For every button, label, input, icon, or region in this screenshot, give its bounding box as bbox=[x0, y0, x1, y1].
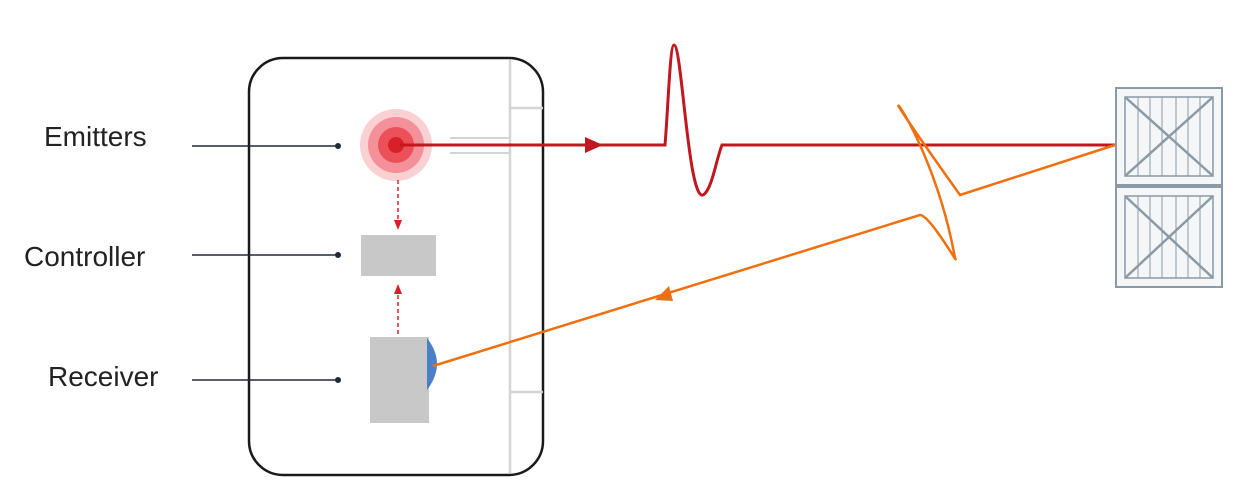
receiver-icon bbox=[370, 337, 437, 423]
emitted-signal bbox=[400, 43, 1115, 197]
emitter-to-controller-arrow bbox=[394, 180, 402, 230]
receiver-leader bbox=[192, 377, 341, 383]
emitters-leader bbox=[192, 143, 341, 149]
receiver-label: Receiver bbox=[48, 361, 158, 392]
emitters-label: Emitters bbox=[44, 121, 147, 152]
receiver-lens bbox=[427, 338, 437, 390]
controller-leader bbox=[192, 252, 341, 258]
receiver-block bbox=[370, 337, 429, 423]
reflected-signal-arrowhead bbox=[655, 286, 673, 301]
controller-block bbox=[361, 235, 436, 276]
emitter-icon bbox=[360, 109, 432, 181]
emitted-signal-arrowhead bbox=[585, 137, 603, 153]
crate-icon bbox=[1115, 87, 1223, 288]
controller-label: Controller bbox=[24, 241, 145, 272]
reflected-signal bbox=[432, 104, 1116, 368]
receiver-to-controller-arrow bbox=[394, 284, 402, 334]
